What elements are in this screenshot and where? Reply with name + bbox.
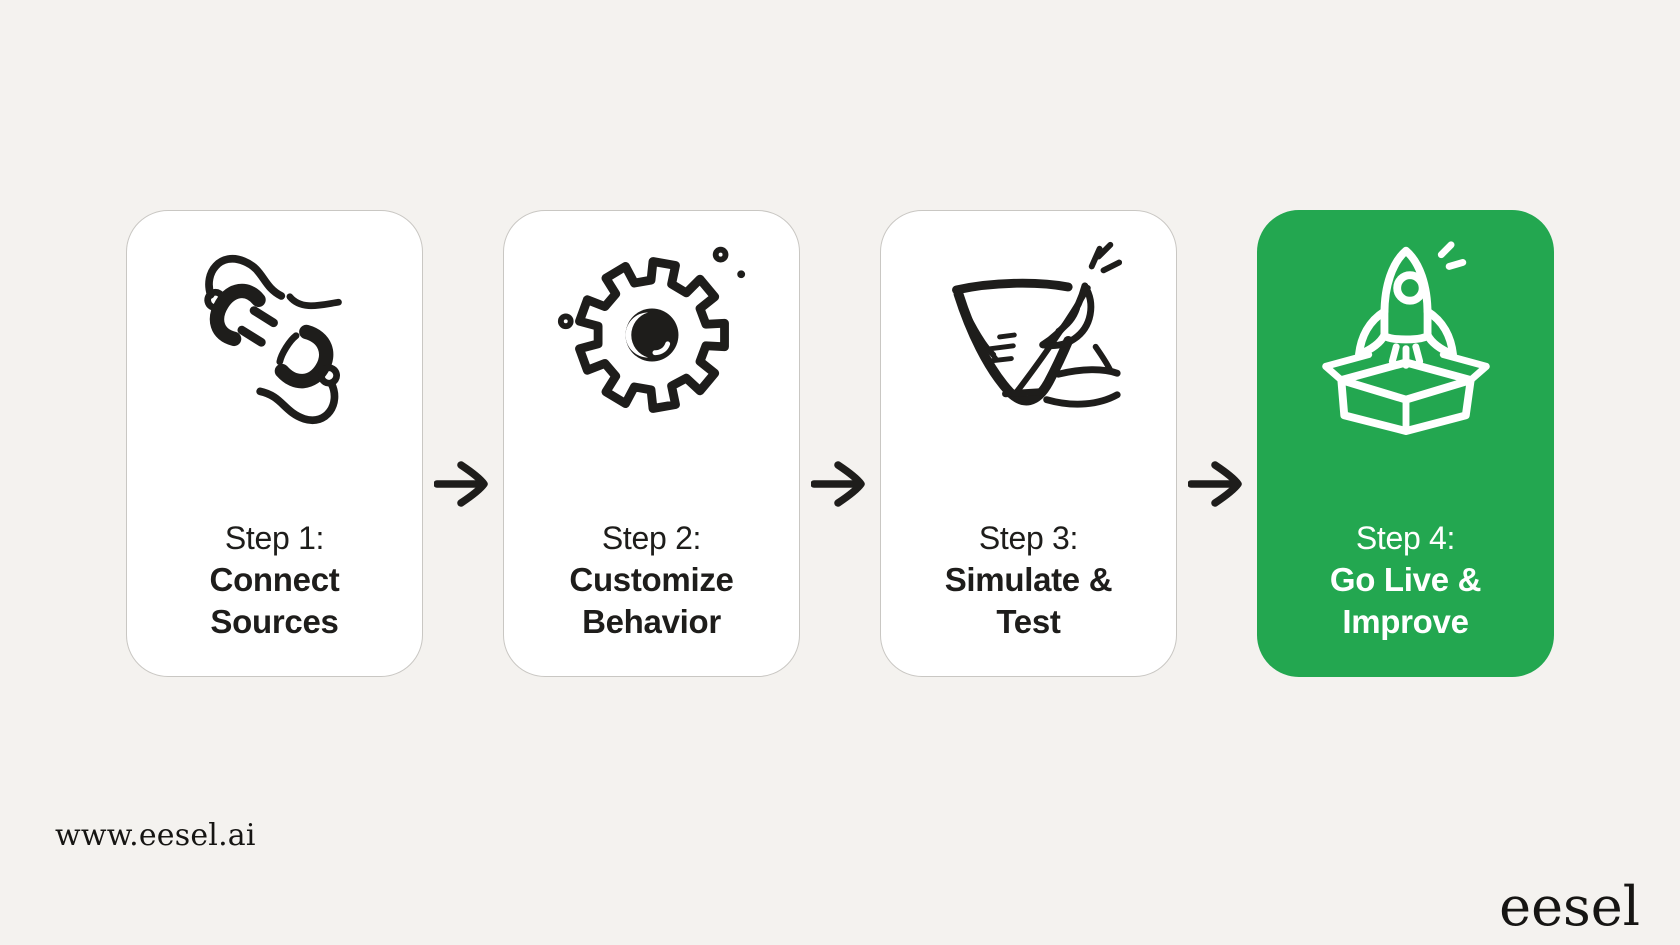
check-quill-icon [951, 241, 1122, 408]
icon-area [1301, 239, 1511, 435]
step-title-line2: Test [996, 603, 1061, 640]
icon-area [547, 239, 757, 431]
gear-icon [557, 246, 745, 413]
step-card-simulate-test: Step 3: Simulate & Test [880, 210, 1177, 677]
step-label: Step 3: [978, 520, 1079, 556]
step-title-line1: Go Live & [1329, 561, 1482, 598]
unplugged-cable-icon [203, 255, 342, 425]
step-title-line1: Simulate & [944, 561, 1113, 598]
steps-row: Step 1: Connect Sources [0, 210, 1680, 677]
arrow-right-icon [434, 461, 488, 507]
footer-url: www.eesel.ai [55, 818, 256, 853]
step-card-go-live-improve: Step 4: Go Live & Improve [1257, 210, 1554, 677]
arrow-slot [423, 210, 503, 677]
step-text-block: Step 4: Go Live & Improve [1329, 517, 1482, 643]
eesel-logo: eesel [1499, 875, 1640, 938]
icon-area [170, 239, 380, 431]
step-title-line2: Improve [1342, 603, 1469, 640]
step-title-line2: Behavior [582, 603, 721, 640]
step-text-block: Step 2: Customize Behavior [569, 517, 733, 643]
step-card-customize-behavior: Step 2: Customize Behavior [503, 210, 800, 677]
arrow-slot [800, 210, 880, 677]
arrow-right-icon [811, 461, 865, 507]
step-title-line2: Sources [210, 603, 339, 640]
icon-area [924, 239, 1134, 431]
rocket-box-icon [1321, 241, 1490, 435]
arrow-slot [1177, 210, 1257, 677]
step-card-connect-sources: Step 1: Connect Sources [126, 210, 423, 677]
step-text-block: Step 1: Connect Sources [210, 517, 340, 643]
arrow-right-icon [1188, 461, 1242, 507]
step-title-line1: Customize [569, 561, 734, 598]
step-label: Step 2: [601, 520, 702, 556]
step-label: Step 1: [224, 520, 325, 556]
step-label: Step 4: [1355, 520, 1456, 556]
step-title-line1: Connect [209, 561, 340, 598]
step-text-block: Step 3: Simulate & Test [945, 517, 1113, 643]
